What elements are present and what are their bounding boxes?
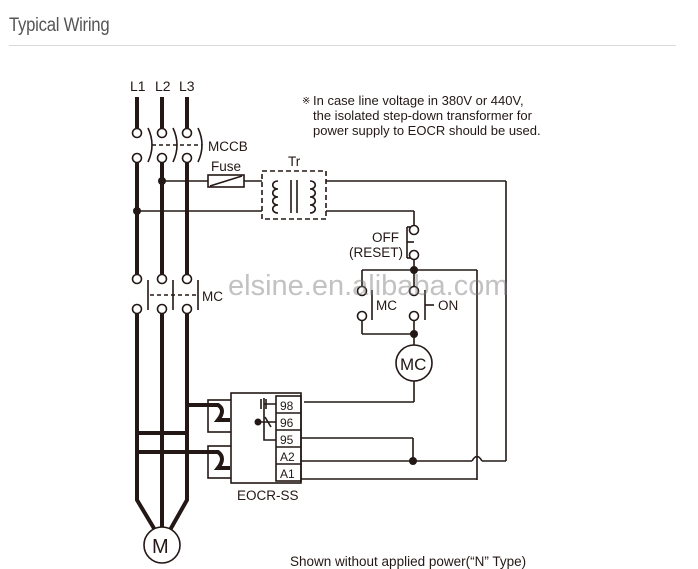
phase-label-l2: L2 bbox=[155, 78, 171, 94]
mc-coil-label: MC bbox=[400, 355, 426, 374]
phase-label-l3: L3 bbox=[179, 78, 195, 94]
terminal-96: 96 bbox=[280, 416, 294, 430]
diagram-caption: Shown without applied power(“N” Type) bbox=[290, 554, 526, 569]
off-reset-button bbox=[406, 224, 420, 261]
title-divider bbox=[9, 45, 676, 46]
motor-symbol bbox=[143, 526, 181, 564]
note-line-3: power supply to EOCR should be used. bbox=[313, 123, 541, 138]
ct-loops bbox=[135, 399, 233, 532]
watermark: elsine.en.alibaba.com bbox=[228, 270, 509, 302]
mc-aux-label: MC bbox=[376, 298, 397, 313]
on-button bbox=[408, 285, 434, 322]
eocr-relay bbox=[230, 392, 302, 484]
motor-label: M bbox=[152, 536, 169, 558]
terminal-95: 95 bbox=[280, 433, 294, 447]
eocr-output-wires bbox=[301, 437, 506, 480]
junction-dot bbox=[410, 330, 418, 338]
terminal-a1: A1 bbox=[280, 467, 295, 481]
mc-main-label: MC bbox=[202, 289, 223, 304]
fuse-label: Fuse bbox=[211, 159, 241, 174]
on-label: ON bbox=[438, 298, 458, 313]
note-line-2: the isolated step-down transformer for bbox=[313, 108, 533, 123]
note-mark: ※ bbox=[302, 96, 310, 107]
mccb-breaker bbox=[131, 127, 203, 164]
mccb-label: MCCB bbox=[208, 139, 248, 154]
note-line-1: In case line voltage in 380V or 440V, bbox=[313, 93, 524, 108]
fuse-symbol bbox=[207, 174, 245, 188]
eocr-label: EOCR-SS bbox=[237, 488, 299, 503]
terminal-98: 98 bbox=[280, 399, 294, 413]
section-title: Typical Wiring bbox=[9, 15, 110, 36]
transformer-symbol bbox=[261, 170, 327, 220]
terminal-a2: A2 bbox=[280, 450, 295, 464]
transformer-label: Tr bbox=[288, 154, 301, 169]
phase-label-l1: L1 bbox=[130, 78, 146, 94]
mc-main-contacts bbox=[131, 273, 199, 315]
off-label: OFF bbox=[372, 230, 399, 245]
reset-label: (RESET) bbox=[349, 245, 403, 260]
